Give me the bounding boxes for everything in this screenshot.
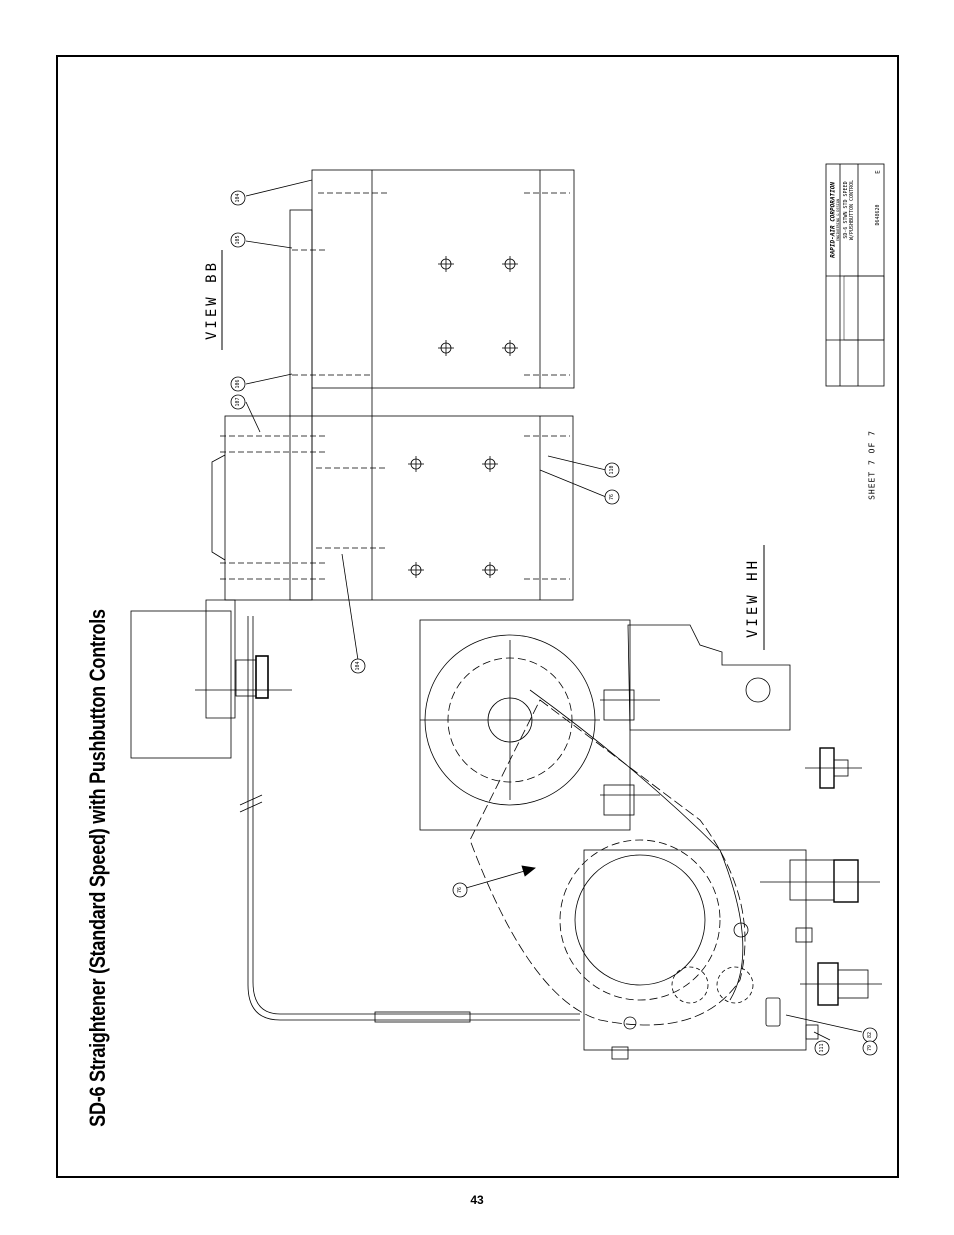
balloon-label: 76 bbox=[457, 886, 463, 894]
page-border bbox=[56, 55, 899, 1178]
title-block-subtitle: ENGINEERING & DESIGN bbox=[836, 198, 840, 242]
title-block-frame bbox=[825, 163, 885, 387]
title-block-rev: E bbox=[874, 170, 882, 174]
view-bb-label: VIEW BB bbox=[204, 259, 220, 341]
balloon-label: 107 bbox=[235, 397, 241, 407]
view-bb-upper-plate bbox=[311, 169, 575, 389]
balloon-label: 110 bbox=[609, 465, 615, 475]
balloon-label: 104 bbox=[355, 661, 361, 671]
view-hh-label: VIEW HH bbox=[745, 557, 761, 639]
balloon-label: 111 bbox=[819, 1043, 825, 1053]
balloon-label: 82 bbox=[867, 1031, 873, 1039]
title-block-description-2: W/PUSHBUTTON CONTROL bbox=[849, 179, 855, 241]
title-block-drawing-no: D648620 bbox=[875, 204, 881, 226]
page-number: 43 bbox=[470, 1193, 484, 1207]
balloon-label: 76 bbox=[609, 493, 615, 501]
motor-box bbox=[130, 610, 232, 759]
balloon-label: 79 bbox=[867, 1044, 873, 1052]
base-plate bbox=[583, 849, 807, 1051]
balloon-label: 105 bbox=[235, 235, 241, 245]
view-bb-lower-plate bbox=[224, 415, 574, 601]
gear-housing bbox=[419, 619, 631, 831]
balloon-label: 104 bbox=[235, 193, 241, 203]
sheet-label: SHEET 7 OF 7 bbox=[867, 430, 877, 500]
balloon-label: 106 bbox=[235, 379, 241, 389]
